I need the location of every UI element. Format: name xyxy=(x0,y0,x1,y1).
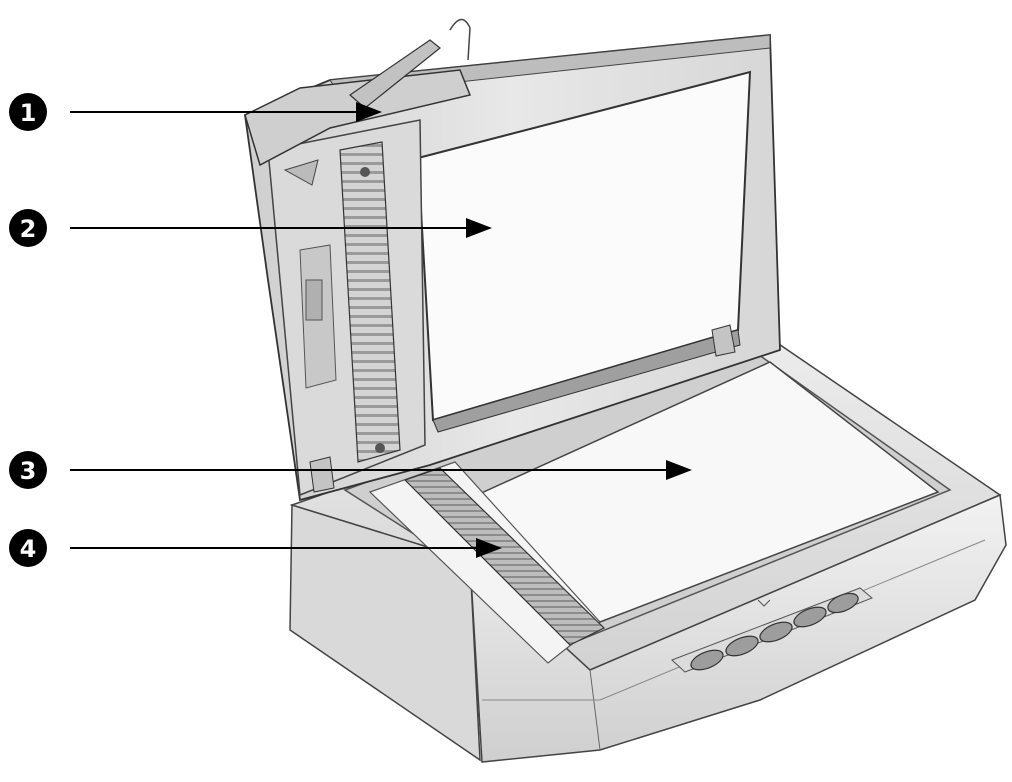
callout-badge xyxy=(9,451,47,489)
callout-number-2: 2 xyxy=(20,215,37,243)
callout-3: 3 xyxy=(9,451,692,489)
callout-4: 4 xyxy=(9,529,502,567)
control-button-4 xyxy=(793,606,827,628)
adf-roller-column xyxy=(339,141,401,463)
adf-scanning-strip xyxy=(403,467,606,646)
callout-1: 1 xyxy=(9,93,382,131)
callout-badge xyxy=(9,93,47,131)
control-button-1 xyxy=(690,649,724,671)
callout-badge xyxy=(9,209,47,247)
arrowhead-4 xyxy=(476,538,502,558)
scanner-illustration xyxy=(244,18,1007,763)
control-button-3 xyxy=(759,621,793,643)
callout-2: 2 xyxy=(9,209,492,247)
arrowhead-3 xyxy=(666,460,692,480)
callout-number-1: 1 xyxy=(20,99,37,127)
control-button-5 xyxy=(827,592,859,614)
scanner-lid xyxy=(244,18,781,502)
arrowhead-2 xyxy=(466,218,492,238)
callout-number-4: 4 xyxy=(20,535,37,563)
callout-badge xyxy=(9,529,47,567)
arrowhead-1 xyxy=(356,102,382,122)
control-button-2 xyxy=(725,635,759,657)
control-panel xyxy=(671,587,873,673)
base-front-face xyxy=(469,493,1007,763)
callout-number-3: 3 xyxy=(20,457,37,485)
